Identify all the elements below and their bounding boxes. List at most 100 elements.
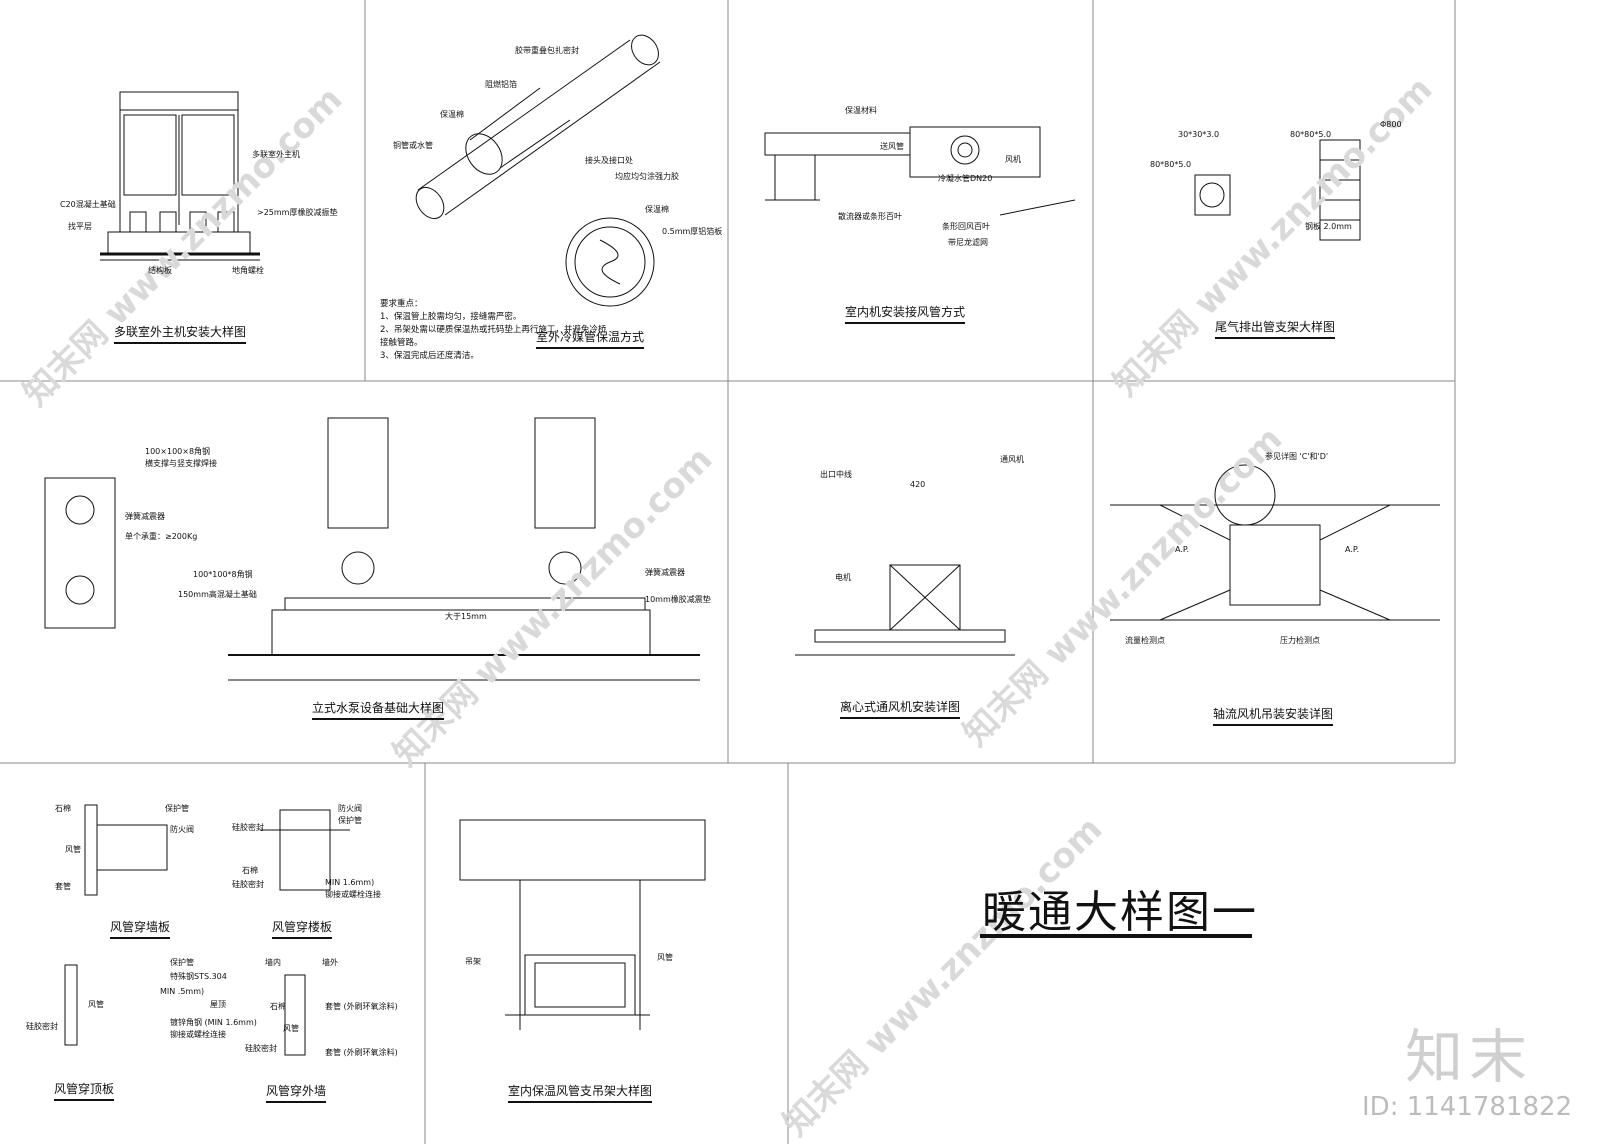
panel-title: 离心式通风机安装详图 bbox=[839, 698, 961, 719]
callout-label: C20混凝土基础 bbox=[60, 200, 116, 209]
callout-label: 防火阀 bbox=[338, 804, 362, 813]
callout-label: 送风管 bbox=[880, 142, 904, 151]
panel-title: 风管穿楼板 bbox=[271, 918, 333, 939]
panel-title: 尾气排出管支架大样图 bbox=[1214, 318, 1336, 339]
callout-label: 100*100*8角钢 bbox=[193, 570, 253, 579]
callout-label: 阻燃铝箔 bbox=[485, 80, 517, 89]
callout-label: 石棉 bbox=[55, 804, 71, 813]
callout-label: 找平层 bbox=[68, 222, 92, 231]
callout-label: 80*80*5.0 bbox=[1290, 130, 1332, 139]
callout-label: 80*80*5.0 bbox=[1150, 160, 1192, 169]
callout-label: 带尼龙滤网 bbox=[948, 238, 988, 247]
callout-label: 保温棉 bbox=[645, 205, 669, 214]
callout-label: 通风机 bbox=[1000, 455, 1024, 464]
callout-label: 接头及接口处 bbox=[585, 156, 633, 165]
callout-label: Φ800 bbox=[1380, 120, 1402, 129]
panel-title: 轴流风机吊装安装详图 bbox=[1212, 705, 1334, 726]
callout-label: 保护管 bbox=[170, 958, 194, 967]
callout-label: 硅胶密封 bbox=[232, 880, 264, 889]
panel-title: 风管穿顶板 bbox=[53, 1080, 115, 1101]
exhaust-support-drawing bbox=[1194, 139, 1361, 241]
callout-label: 流量检测点 bbox=[1125, 636, 1165, 645]
callout-label: 单个承重：≥200Kg bbox=[125, 532, 198, 541]
callout-label: A.P. bbox=[1345, 545, 1359, 554]
callout-label: 地角螺栓 bbox=[232, 266, 264, 275]
callout-label: 420 bbox=[910, 480, 926, 489]
callout-label: 硅胶密封 bbox=[26, 1022, 58, 1031]
callout-label: 套管 (外刷环氧涂料) bbox=[325, 1002, 398, 1011]
callout-label: 镀锌角钢 (MIN 1.6mm) bbox=[170, 1018, 257, 1027]
callout-label: 均应均匀涂强力胶 bbox=[615, 172, 679, 181]
callout-label: 风管 bbox=[283, 1024, 299, 1033]
callout-label: 铆接或螺栓连接 bbox=[325, 890, 381, 899]
callout-label: 弹簧减震器 bbox=[125, 512, 165, 521]
callout-label: 多联室外主机 bbox=[252, 150, 300, 159]
panel-title: 室外冷媒管保温方式 bbox=[535, 328, 645, 349]
callout-label: >25mm厚橡胶减振垫 bbox=[257, 208, 338, 217]
callout-label: 胶带重叠包扎密封 bbox=[515, 46, 579, 55]
panel-title: 室内机安装接风管方式 bbox=[844, 303, 966, 324]
callout-label: 特殊钢STS.304 bbox=[170, 972, 227, 981]
callout-label: 套管 (外刷环氧涂料) bbox=[325, 1048, 398, 1057]
panel-title: 立式水泵设备基础大样图 bbox=[311, 699, 445, 720]
callout-label: 30*30*3.0 bbox=[1178, 130, 1220, 139]
duct-hanger-drawing bbox=[459, 819, 706, 1030]
requirements-note: 要求重点：1、保温管上胶需均匀，接缝需严密。2、吊架处需以硬质保温热或托码垫上再… bbox=[380, 299, 607, 361]
callout-label: 硅胶密封 bbox=[245, 1044, 277, 1053]
centrifugal-fan-drawing bbox=[795, 564, 1015, 656]
pipe-insulation-drawing bbox=[415, 34, 661, 307]
callout-label: 电机 bbox=[835, 573, 851, 582]
callout-label: 石棉 bbox=[242, 866, 258, 875]
callout-label: 压力检测点 bbox=[1280, 636, 1320, 645]
callout-label: 150mm高混凝土基础 bbox=[178, 590, 257, 599]
axial-fan-drawing bbox=[1110, 464, 1440, 621]
callout-label: 风机 bbox=[1005, 155, 1021, 164]
pump-base-drawing bbox=[44, 417, 700, 681]
callout-label: 0.5mm厚铝箔板 bbox=[662, 227, 723, 236]
duct-penetration-drawing bbox=[64, 804, 350, 1056]
panel-grid bbox=[0, 0, 1456, 1144]
callout-label: 铜管或水管 bbox=[393, 141, 433, 150]
callout-label: 风管 bbox=[65, 845, 81, 854]
callout-label: 屋顶 bbox=[210, 1000, 226, 1009]
callout-label: 出口中线 bbox=[820, 470, 852, 479]
callout-label: 10mm橡胶减震垫 bbox=[645, 595, 711, 604]
panel-title: 室内保温风管支吊架大样图 bbox=[507, 1082, 653, 1103]
callout-label: MIN 1.6mm) bbox=[325, 878, 375, 887]
callout-label: 防火阀 bbox=[170, 825, 194, 834]
panel-title: 多联室外主机安装大样图 bbox=[113, 323, 247, 344]
callout-label: MIN .5mm) bbox=[160, 987, 205, 996]
sheet-title: 暖通大样图一 bbox=[982, 887, 1258, 938]
brand-logo: 知末 bbox=[1405, 1023, 1534, 1091]
callout-label: 吊架 bbox=[465, 957, 481, 966]
callout-label: 风管 bbox=[657, 953, 673, 962]
title-underline bbox=[980, 934, 1252, 938]
callout-label: 大于15mm bbox=[445, 612, 487, 621]
callout-label: 风管 bbox=[88, 1000, 104, 1009]
panel-title: 风管穿外墙 bbox=[265, 1082, 327, 1103]
callout-label: 100×100×8角钢 bbox=[145, 447, 211, 456]
callout-label: 铆接或螺栓连接 bbox=[170, 1030, 226, 1039]
panel-title: 风管穿墙板 bbox=[109, 918, 171, 939]
callout-label: 参见详图 'C'和'D' bbox=[1265, 452, 1329, 461]
callout-label: 墙外 bbox=[322, 958, 338, 967]
callout-label: 保温材料 bbox=[845, 106, 877, 115]
callout-label: 横支撑与竖支撑焊接 bbox=[145, 459, 217, 468]
indoor-unit-drawing bbox=[764, 126, 1076, 216]
image-id: ID: 1141781822 bbox=[1362, 1092, 1573, 1122]
outdoor-unit-drawing bbox=[100, 91, 260, 261]
callout-label: A.P. bbox=[1175, 545, 1189, 554]
callout-label: 保护管 bbox=[165, 804, 189, 813]
callout-label: 硅胶密封 bbox=[232, 823, 264, 832]
callout-label: 套管 bbox=[55, 882, 71, 891]
callout-label: 保护管 bbox=[338, 816, 362, 825]
callout-label: 结构板 bbox=[148, 266, 172, 275]
callout-label: 墙内 bbox=[265, 958, 281, 967]
callout-label: 保温棉 bbox=[440, 110, 464, 119]
callout-label: 散流器或条形百叶 bbox=[838, 212, 902, 221]
callout-label: 条形回风百叶 bbox=[942, 222, 990, 231]
callout-label: 石棉 bbox=[270, 1002, 286, 1011]
callout-label: 钢板 2.0mm bbox=[1305, 222, 1352, 231]
